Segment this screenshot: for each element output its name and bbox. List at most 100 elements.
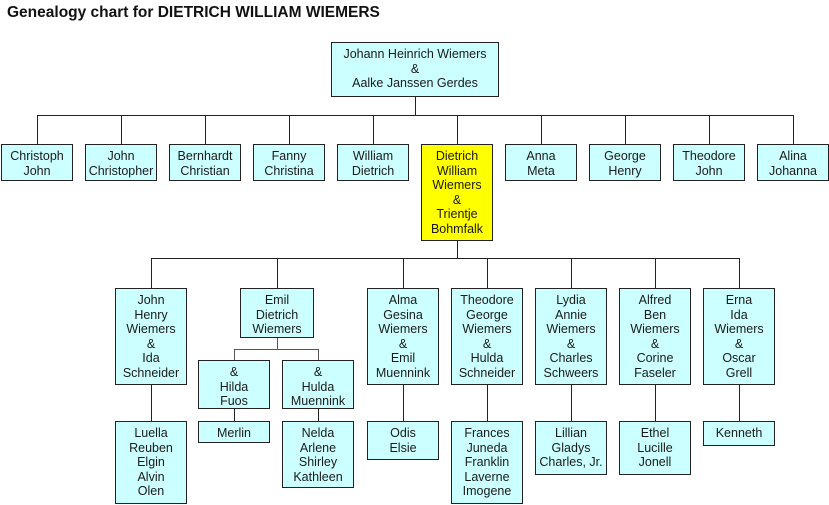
person-name-line: Christina xyxy=(264,163,314,178)
person-name-line: Emil xyxy=(390,351,416,366)
person-name-line: Wiemers xyxy=(432,178,482,193)
person-name-line: Anna xyxy=(526,149,556,163)
person-name-line: Annie xyxy=(555,307,587,322)
person-name-line: Lillian xyxy=(555,426,587,440)
person-name-line: Dietrich xyxy=(255,307,299,322)
person-name-line: John xyxy=(695,163,723,178)
grandchildren-node[interactable]: Kenneth xyxy=(703,421,775,446)
person-name-line: Hulda xyxy=(301,379,335,394)
person-name-line: Wiemers xyxy=(126,322,176,337)
person-name-line: Christian xyxy=(180,163,230,178)
person-name-line: George xyxy=(604,149,646,163)
person-name-line: Jonell xyxy=(638,455,672,470)
person-name-line: Charles xyxy=(549,351,593,366)
person-name-line: Oscar xyxy=(722,351,756,366)
person-name-line: & xyxy=(482,336,492,351)
person-name-line: Kenneth xyxy=(715,426,763,440)
connector-sibling-drop xyxy=(121,115,122,144)
connector-child-drop xyxy=(739,258,740,288)
person-name-line: Emil xyxy=(264,293,290,307)
person-name-line: Fuos xyxy=(220,394,248,409)
connector-sibling-drop xyxy=(709,115,710,144)
person-name-line: Gladys xyxy=(551,440,591,455)
person-name-line: Arlene xyxy=(299,440,337,455)
connector-focus-down xyxy=(457,241,458,258)
connector-child-drop xyxy=(487,258,488,288)
person-name-line: Johanna xyxy=(769,163,817,178)
connector-grandchild-drop xyxy=(403,385,404,421)
person-name-line: Corine xyxy=(636,351,674,366)
person-name-line: John xyxy=(23,163,51,178)
person-name-line: Muennink xyxy=(290,394,346,409)
person-name-line: Wiemers xyxy=(714,322,764,337)
connector-grandchild-drop xyxy=(234,409,235,421)
connector-child-drop xyxy=(571,258,572,288)
person-name-line: Theodore xyxy=(682,149,736,163)
person-name-line: Alfred xyxy=(638,293,672,307)
connector-grandchild-drop xyxy=(487,385,488,421)
person-name-line: Theodore xyxy=(460,293,514,307)
person-name-line: & xyxy=(398,336,408,351)
person-name-line: Luella xyxy=(134,426,168,440)
person-name-line: & xyxy=(229,365,239,379)
root-couple-node[interactable]: Johann Heinrich Wiemers&Aalke Janssen Ge… xyxy=(331,42,499,97)
person-name-line: Merlin xyxy=(216,426,252,440)
person-name-line: Reuben xyxy=(129,440,173,455)
person-name-line: Fanny xyxy=(271,149,307,163)
person-name-line: Wiemers xyxy=(546,322,596,337)
person-name-line: Schneider xyxy=(458,365,516,380)
person-name-line: John xyxy=(137,293,165,307)
person-name-line: Charles, Jr. xyxy=(539,455,603,470)
connector-child-drop xyxy=(277,258,278,288)
person-name-line: Henry xyxy=(134,307,168,322)
chart-title: Genealogy chart for DIETRICH WILLIAM WIE… xyxy=(7,4,380,21)
person-name-line: Wiemers xyxy=(630,322,680,337)
connector-sibling-drop xyxy=(793,115,794,144)
connector-spouse-bar xyxy=(234,349,318,350)
connector-child-drop xyxy=(655,258,656,288)
connector-root-down xyxy=(415,97,416,115)
person-name-line: Juneda xyxy=(466,440,508,455)
person-name-line: William xyxy=(352,149,394,163)
person-name-line: Ida xyxy=(730,307,748,322)
connector-children-bar xyxy=(151,258,740,259)
person-name-line: Bohmfalk xyxy=(430,221,484,236)
grandchildren-node[interactable]: Merlin xyxy=(198,421,270,443)
person-name-line: Johann Heinrich Wiemers xyxy=(343,47,487,61)
person-name-line: Hilda xyxy=(219,379,249,394)
person-name-line: Schweers xyxy=(543,365,599,380)
person-name-line: Meta xyxy=(527,163,555,178)
person-name-line: Grell xyxy=(725,365,753,380)
connector-sibling-drop xyxy=(37,115,38,144)
person-name-line: Dietrich xyxy=(435,149,479,163)
person-name-line: Bernhardt xyxy=(177,149,233,163)
person-name-line: Alina xyxy=(779,149,807,163)
connector-siblings-bar xyxy=(37,115,794,116)
person-name-line: Aalke Janssen Gerdes xyxy=(352,76,478,91)
